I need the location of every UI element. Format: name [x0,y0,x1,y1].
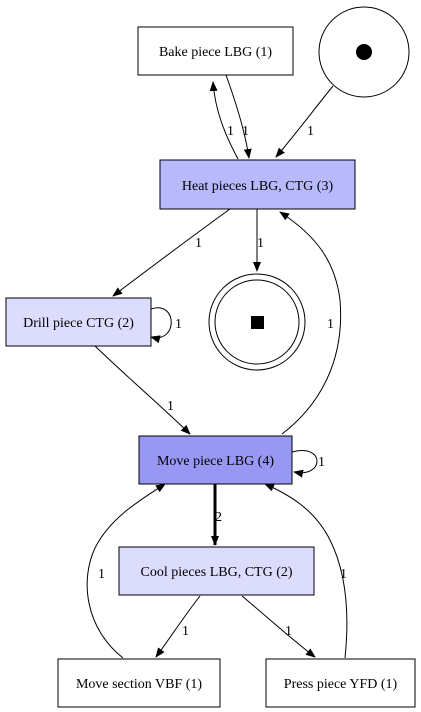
end-square-icon [251,316,264,329]
node-press-piece-label: Press piece YFD (1) [284,677,398,692]
edge-start-to-heat [275,85,334,158]
edge-bake-to-heat [225,74,252,159]
edge-label-cool-to-section: 1 [182,624,189,639]
edge-cool-to-press [241,595,316,658]
edge-label-move-self: 1 [318,455,325,470]
edge-heat-to-bake [209,81,239,160]
node-drill-piece-label: Drill piece CTG (2) [23,316,134,331]
edge-move-to-heat [279,211,342,435]
start-place[interactable] [318,6,410,98]
node-cool-pieces-label: Cool pieces LBG, CTG (2) [140,565,292,580]
node-press-piece[interactable]: Press piece YFD (1) [265,658,416,708]
edge-section-to-move [86,483,166,659]
edge-label-drill-to-move: 1 [167,399,174,414]
node-drill-piece[interactable]: Drill piece CTG (2) [5,297,152,347]
edge-label-drill-self: 1 [175,317,182,332]
node-heat-pieces-label: Heat pieces LBG, CTG (3) [182,179,334,194]
node-move-piece[interactable]: Move piece LBG (4) [138,435,293,485]
edge-label-press-to-move: 1 [340,567,347,582]
node-cool-pieces[interactable]: Cool pieces LBG, CTG (2) [118,546,315,596]
edge-label-cool-to-press: 1 [285,624,292,639]
node-heat-pieces[interactable]: Heat pieces LBG, CTG (3) [159,159,356,210]
edge-label-heat-to-end: 1 [257,236,264,251]
edge-drill-self [150,307,172,344]
edge-cool-to-section [155,595,201,658]
edge-move-self [291,450,318,478]
edge-label-section-to-move: 1 [98,567,105,582]
end-place[interactable] [208,273,306,371]
start-token-icon [356,44,372,60]
edge-label-move-to-cool: 2 [215,510,222,525]
edge-label-move-to-heat: 1 [327,317,334,332]
edge-label-heat-to-drill: 1 [195,236,202,251]
node-bake-piece-label: Bake piece LBG (1) [159,45,272,60]
node-bake-piece[interactable]: Bake piece LBG (1) [137,26,294,76]
edge-drill-to-move [94,345,191,435]
node-move-piece-label: Move piece LBG (4) [157,454,274,469]
edge-label-bake-to-heat: 1 [242,124,249,139]
edge-heat-to-drill [112,208,231,297]
edge-label-heat-to-bake: 1 [227,124,234,139]
edge-label-start-to-heat: 1 [307,124,314,139]
node-move-section-label: Move section VBF (1) [76,677,202,692]
edge-press-to-move [264,483,348,659]
node-move-section[interactable]: Move section VBF (1) [57,658,221,708]
